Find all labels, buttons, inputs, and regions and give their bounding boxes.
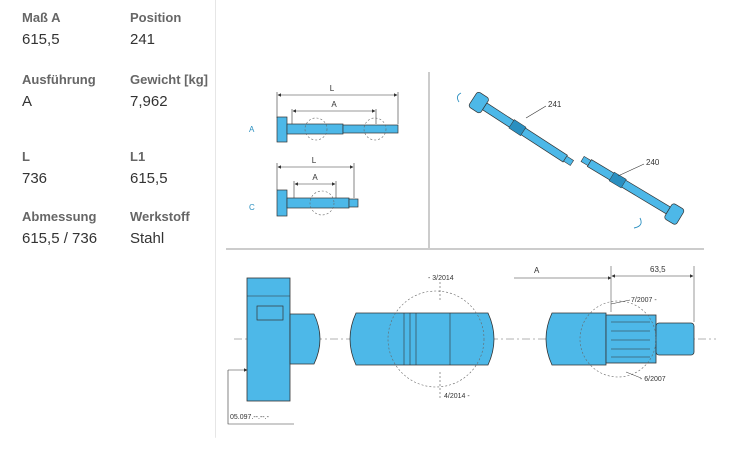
detail-circle bbox=[309, 190, 335, 216]
spec-label: Werkstoff bbox=[130, 209, 190, 224]
spec-panel: Maß A 615,5 Position 241 Ausführung A Ge… bbox=[0, 0, 214, 460]
shaft-240 bbox=[580, 155, 685, 225]
shaft-c-end bbox=[348, 198, 359, 208]
detail-circle bbox=[579, 300, 657, 378]
rotation-arrow bbox=[456, 92, 462, 103]
spec-label: Maß A bbox=[22, 10, 61, 25]
spec-l: L 736 bbox=[22, 149, 122, 188]
spec-value: 615,5 / 736 bbox=[22, 230, 98, 247]
spec-value: 615,5 bbox=[22, 31, 60, 48]
date-4-2014-label: 4/2014 - bbox=[444, 393, 470, 400]
dim-label-a: A bbox=[312, 173, 318, 182]
shaft-241 bbox=[468, 91, 574, 166]
ref-number-label: 05.097.--.--.- bbox=[230, 414, 270, 421]
spec-label: L1 bbox=[130, 149, 146, 164]
detail-circle bbox=[304, 117, 328, 141]
spec-position: Position 241 bbox=[130, 10, 230, 49]
spec-value: 7,962 bbox=[130, 93, 168, 110]
dim-63-5-label: 63,5 bbox=[650, 265, 666, 274]
spline-tip bbox=[655, 322, 695, 356]
spec-label: Ausführung bbox=[22, 72, 96, 87]
spec-label: L bbox=[22, 149, 30, 164]
spec-value: Stahl bbox=[130, 230, 165, 247]
spec-value: A bbox=[22, 93, 33, 110]
variant-c-label: C bbox=[249, 203, 255, 212]
shaft-a-body bbox=[286, 123, 344, 135]
spec-abmessung: Abmessung 615,5 / 736 bbox=[22, 209, 122, 248]
shaft-section bbox=[349, 312, 495, 366]
detail-circle bbox=[363, 117, 387, 141]
technical-drawing: A L A C L A bbox=[216, 0, 734, 460]
spec-label: Gewicht [kg] bbox=[130, 72, 209, 87]
rotation-arrow bbox=[633, 217, 642, 229]
spec-value: 736 bbox=[22, 170, 48, 187]
spec-ausfuehrung: Ausführung A bbox=[22, 72, 122, 111]
date-6-2007-label: - 6/2007 bbox=[640, 376, 666, 383]
pos-240-label: 240 bbox=[646, 158, 660, 167]
drawing-svg: A L A C L A bbox=[226, 72, 716, 425]
date-3-2014-label: - 3/2014 bbox=[428, 275, 454, 282]
schematic-variants: A L A C L A bbox=[249, 84, 399, 217]
detail-circle bbox=[387, 290, 485, 388]
dim-label-l: L bbox=[330, 84, 335, 93]
date-7-2007-label: 7/2007 - bbox=[631, 297, 657, 304]
spec-label: Abmessung bbox=[22, 209, 97, 224]
spec-value: 615,5 bbox=[130, 170, 168, 187]
shaft-a-flange bbox=[276, 116, 288, 143]
dim-a-bottom-label: A bbox=[534, 266, 540, 275]
spec-label: Position bbox=[130, 10, 182, 25]
panel-divider bbox=[215, 0, 216, 438]
pos-241-label: 241 bbox=[548, 100, 562, 109]
flange-block bbox=[246, 277, 291, 402]
shaft-c-flange bbox=[276, 189, 288, 217]
spec-gewicht: Gewicht [kg] 7,962 bbox=[130, 72, 230, 111]
shaft-a-end bbox=[342, 124, 399, 134]
shaft-c-body bbox=[286, 197, 350, 209]
variant-a-label: A bbox=[249, 125, 255, 134]
spec-l1: L1 615,5 bbox=[130, 149, 230, 188]
isometric-shafts: 241 240 bbox=[456, 91, 685, 229]
dim-label-a: A bbox=[331, 100, 337, 109]
spline-shaft-body bbox=[545, 312, 607, 366]
dim-label-l: L bbox=[312, 156, 317, 165]
spec-mass-a: Maß A 615,5 bbox=[22, 10, 122, 49]
detail-views: 05.097.--.--.- - 3/2014 4/2014 - bbox=[227, 265, 716, 425]
spec-werkstoff: Werkstoff Stahl bbox=[130, 209, 230, 248]
spec-value: 241 bbox=[130, 31, 156, 48]
spline-section bbox=[605, 314, 657, 364]
